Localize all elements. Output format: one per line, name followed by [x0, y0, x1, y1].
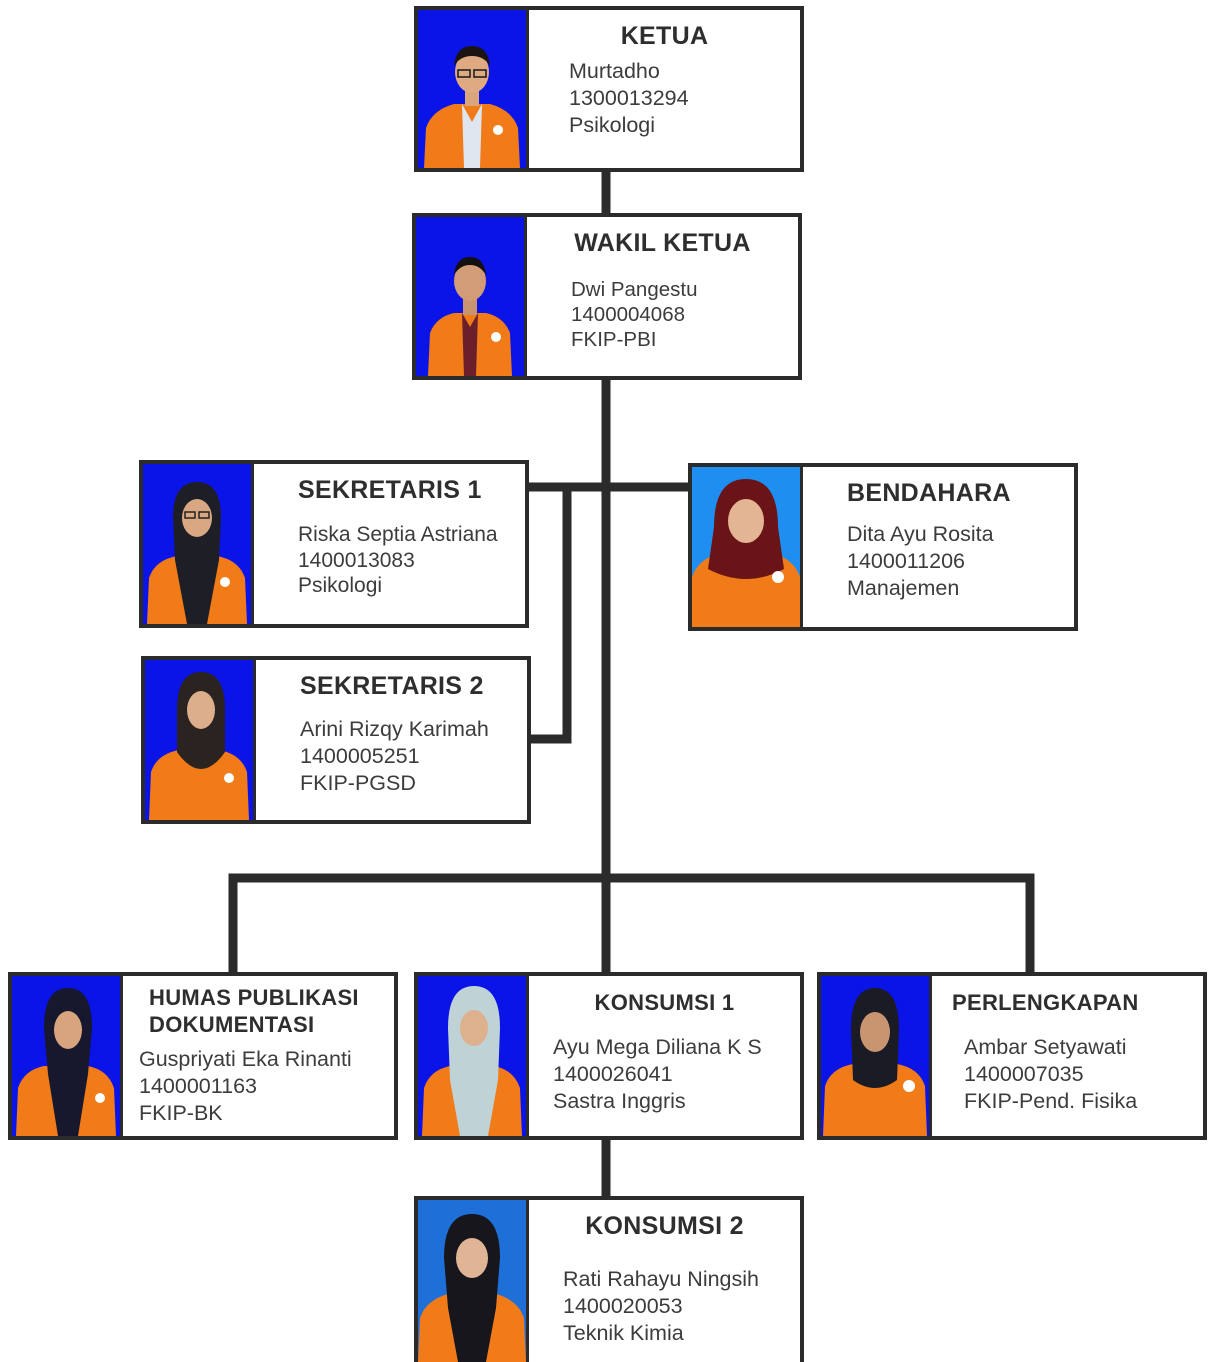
member-name: Arini Rizqy Karimah: [300, 717, 489, 741]
info-konsumsi-1: KONSUMSI 1 Ayu Mega Diliana K S 14000260…: [529, 976, 800, 1136]
card-konsumsi-1: KONSUMSI 1 Ayu Mega Diliana K S 14000260…: [414, 972, 804, 1140]
info-perlengkapan: PERLENGKAPAN Ambar Setyawati 1400007035 …: [932, 976, 1203, 1136]
member-nim: 1400005251: [300, 744, 420, 768]
member-name: Murtadho: [569, 59, 660, 83]
role-title: PERLENGKAPAN: [952, 990, 1139, 1015]
member-details: Murtadho 1300013294 Psikologi: [569, 58, 689, 139]
role-title: KONSUMSI 2: [585, 1212, 744, 1240]
member-details: Arini Rizqy Karimah 1400005251 FKIP-PGSD: [300, 716, 489, 797]
role-title: WAKIL KETUA: [574, 229, 751, 257]
role-title: KETUA: [620, 22, 709, 50]
photo-perlengkapan: [821, 976, 932, 1136]
role-title-line1: HUMAS PUBLIKASI: [149, 985, 359, 1010]
info-ketua: KETUA Murtadho 1300013294 Psikologi: [529, 10, 800, 168]
member-prodi: Teknik Kimia: [563, 1321, 684, 1345]
member-name: Dita Ayu Rosita: [847, 522, 994, 546]
role-title: SEKRETARIS 2: [300, 672, 484, 700]
photo-konsumsi-1: [418, 976, 529, 1136]
photo-humas: [12, 976, 123, 1136]
photo-bendahara: [692, 467, 803, 627]
member-prodi: FKIP-PBI: [571, 328, 657, 351]
info-sekretaris-2: SEKRETARIS 2 Arini Rizqy Karimah 1400005…: [256, 660, 527, 820]
member-prodi: FKIP-BK: [139, 1101, 223, 1125]
card-wakil-ketua: WAKIL KETUA Dwi Pangestu 1400004068 FKIP…: [412, 213, 802, 380]
role-title: KONSUMSI 1: [594, 990, 735, 1015]
role-title: SEKRETARIS 1: [298, 476, 482, 504]
member-name: Ambar Setyawati: [964, 1035, 1127, 1059]
info-humas: HUMAS PUBLIKASI DOKUMENTASI Guspriyati E…: [123, 976, 394, 1136]
member-prodi: FKIP-Pend. Fisika: [964, 1089, 1138, 1113]
member-prodi: Psikologi: [298, 574, 383, 597]
role-title: HUMAS PUBLIKASI DOKUMENTASI: [149, 984, 394, 1038]
member-prodi: FKIP-PGSD: [300, 771, 416, 795]
member-name: Riska Septia Astriana: [298, 523, 498, 546]
member-nim: 1400001163: [139, 1074, 257, 1098]
info-wakil-ketua: WAKIL KETUA Dwi Pangestu 1400004068 FKIP…: [527, 217, 798, 376]
photo-wakil-ketua: [416, 217, 527, 376]
member-name: Dwi Pangestu: [571, 278, 698, 301]
role-title: BENDAHARA: [847, 479, 1011, 507]
member-nim: 1400026041: [553, 1062, 673, 1086]
photo-sekretaris-1: [143, 464, 254, 624]
member-details: Dita Ayu Rosita 1400011206 Manajemen: [847, 521, 994, 602]
member-details: Ayu Mega Diliana K S 1400026041 Sastra I…: [553, 1034, 762, 1115]
member-name: Ayu Mega Diliana K S: [553, 1035, 762, 1059]
card-ketua: KETUA Murtadho 1300013294 Psikologi: [414, 6, 804, 172]
member-details: Riska Septia Astriana 1400013083 Psikolo…: [298, 522, 498, 599]
card-sekretaris-1: SEKRETARIS 1 Riska Septia Astriana 14000…: [139, 460, 529, 628]
connector-sekretaris2: [523, 482, 572, 744]
photo-sekretaris-2: [145, 660, 256, 820]
member-details: Ambar Setyawati 1400007035 FKIP-Pend. Fi…: [964, 1034, 1137, 1115]
card-konsumsi-2: KONSUMSI 2 Rati Rahayu Ningsih 140002005…: [414, 1196, 804, 1362]
member-nim: 1300013294: [569, 86, 689, 110]
member-nim: 1400020053: [563, 1294, 683, 1318]
photo-konsumsi-2: [418, 1200, 529, 1362]
photo-ketua: [418, 10, 529, 168]
connector-divisions: [228, 873, 1035, 979]
member-nim: 1400004068: [571, 303, 686, 326]
member-nim: 1400013083: [298, 548, 415, 572]
member-prodi: Psikologi: [569, 113, 656, 137]
card-bendahara: BENDAHARA Dita Ayu Rosita 1400011206 Man…: [688, 463, 1078, 631]
member-prodi: Sastra Inggris: [553, 1089, 686, 1113]
info-konsumsi-2: KONSUMSI 2 Rati Rahayu Ningsih 140002005…: [529, 1200, 800, 1362]
member-nim: 1400007035: [964, 1062, 1084, 1086]
member-details: Dwi Pangestu 1400004068 FKIP-PBI: [571, 277, 697, 352]
card-perlengkapan: PERLENGKAPAN Ambar Setyawati 1400007035 …: [817, 972, 1207, 1140]
role-title-line2: DOKUMENTASI: [149, 1012, 315, 1037]
member-prodi: Manajemen: [847, 576, 960, 600]
member-name: Rati Rahayu Ningsih: [563, 1267, 759, 1291]
member-nim: 1400011206: [847, 549, 965, 573]
info-bendahara: BENDAHARA Dita Ayu Rosita 1400011206 Man…: [803, 467, 1074, 627]
member-details: Rati Rahayu Ningsih 1400020053 Teknik Ki…: [563, 1266, 759, 1347]
card-humas: HUMAS PUBLIKASI DOKUMENTASI Guspriyati E…: [8, 972, 398, 1140]
member-details: Guspriyati Eka Rinanti 1400001163 FKIP-B…: [139, 1046, 352, 1127]
card-sekretaris-2: SEKRETARIS 2 Arini Rizqy Karimah 1400005…: [141, 656, 531, 824]
member-name: Guspriyati Eka Rinanti: [139, 1047, 352, 1071]
info-sekretaris-1: SEKRETARIS 1 Riska Septia Astriana 14000…: [254, 464, 525, 624]
